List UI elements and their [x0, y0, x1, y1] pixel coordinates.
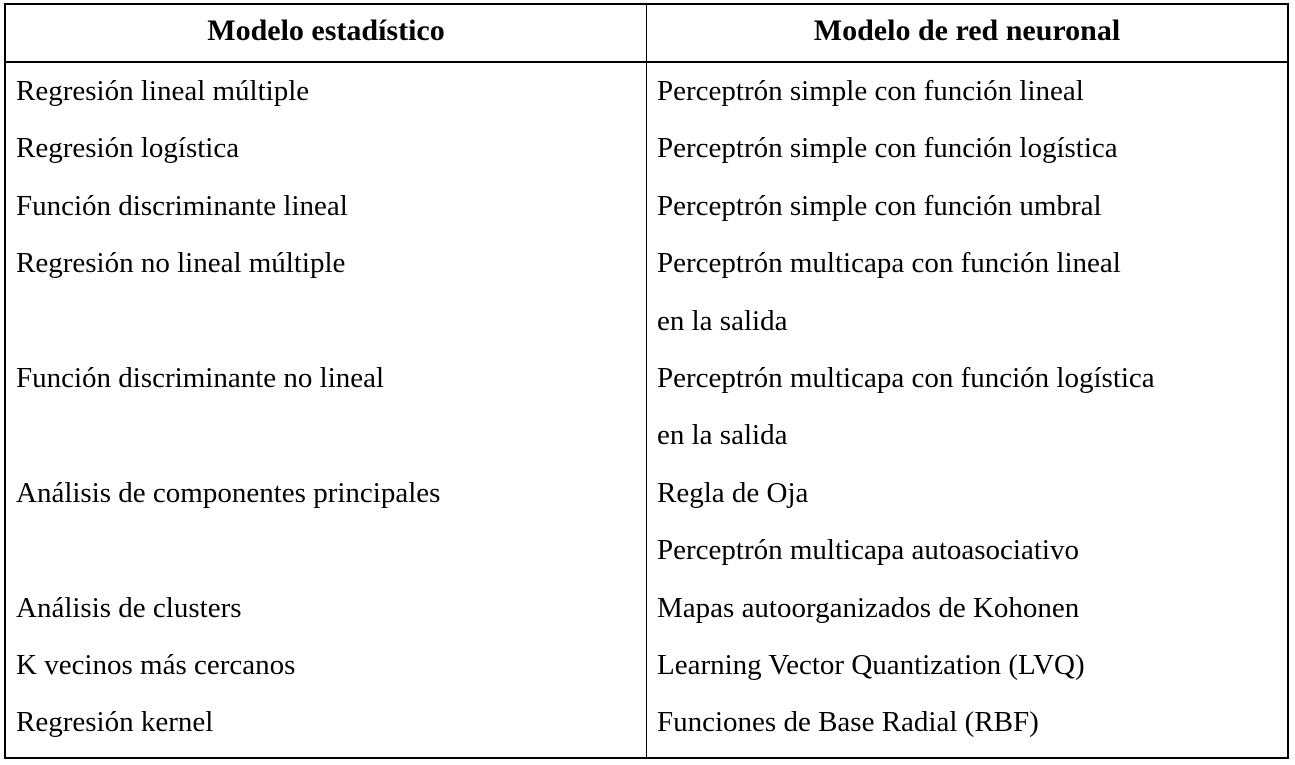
neural-network-cell: Mapas autoorganizados de Kohonen: [657, 591, 1080, 624]
neural-network-cell: Perceptrón simple con función logística: [657, 132, 1118, 165]
header-neural-network-model: Modelo de red neuronal: [813, 14, 1121, 47]
table-row: en la salida: [6, 293, 1287, 350]
statistical-model-cell: Análisis de componentes principales: [16, 476, 441, 509]
statistical-model-cell: Regresión kernel: [16, 706, 214, 739]
column-divider: [646, 5, 647, 757]
table-row: K vecinos más cercanos Learning Vector Q…: [6, 637, 1287, 694]
comparison-table: Modelo estadístico Modelo de red neurona…: [4, 3, 1289, 759]
neural-network-cell: Funciones de Base Radial (RBF): [657, 706, 1039, 739]
table-row: Regresión kernel Funciones de Base Radia…: [6, 694, 1287, 751]
neural-network-cell: Regla de Oja: [657, 476, 809, 509]
statistical-model-cell: Regresión lineal múltiple: [16, 75, 310, 107]
table-row: Regresión lineal múltiple Perceptrón sim…: [6, 63, 1287, 120]
statistical-model-cell: Regresión no lineal múltiple: [16, 247, 346, 280]
table-row: Función discriminante no lineal Perceptr…: [6, 350, 1287, 407]
table-row: en la salida: [6, 407, 1287, 464]
header-divider: [6, 61, 1287, 63]
header-statistical-model: Modelo estadístico: [207, 14, 445, 47]
statistical-model-cell: Regresión logística: [16, 132, 240, 165]
neural-network-cell: Perceptrón simple con función umbral: [657, 189, 1102, 222]
table-row: Perceptrón multicapa autoasociativo: [6, 522, 1287, 579]
table-row: Análisis de clusters Mapas autoorganizad…: [6, 580, 1287, 637]
statistical-model-cell: K vecinos más cercanos: [16, 648, 296, 681]
table-body: Regresión lineal múltiple Perceptrón sim…: [6, 63, 1287, 752]
neural-network-cell: Perceptrón multicapa con función lineal: [657, 247, 1121, 280]
neural-network-cell: Perceptrón multicapa autoasociativo: [657, 534, 1079, 567]
neural-network-cell: Perceptrón simple con función lineal: [657, 75, 1084, 107]
table-row: Regresión no lineal múltiple Perceptrón …: [6, 235, 1287, 292]
neural-network-cell: en la salida: [657, 304, 788, 337]
table-row: Análisis de componentes principales Regl…: [6, 465, 1287, 522]
neural-network-cell: Learning Vector Quantization (LVQ): [657, 648, 1085, 681]
neural-network-cell: Perceptrón multicapa con función logísti…: [657, 361, 1155, 394]
table-row: Función discriminante lineal Perceptrón …: [6, 178, 1287, 235]
neural-network-cell: en la salida: [657, 419, 788, 452]
statistical-model-cell: Función discriminante no lineal: [16, 361, 385, 394]
statistical-model-cell: Función discriminante lineal: [16, 189, 348, 222]
statistical-model-cell: Análisis de clusters: [16, 591, 242, 624]
table-row: Regresión logística Perceptrón simple co…: [6, 120, 1287, 177]
